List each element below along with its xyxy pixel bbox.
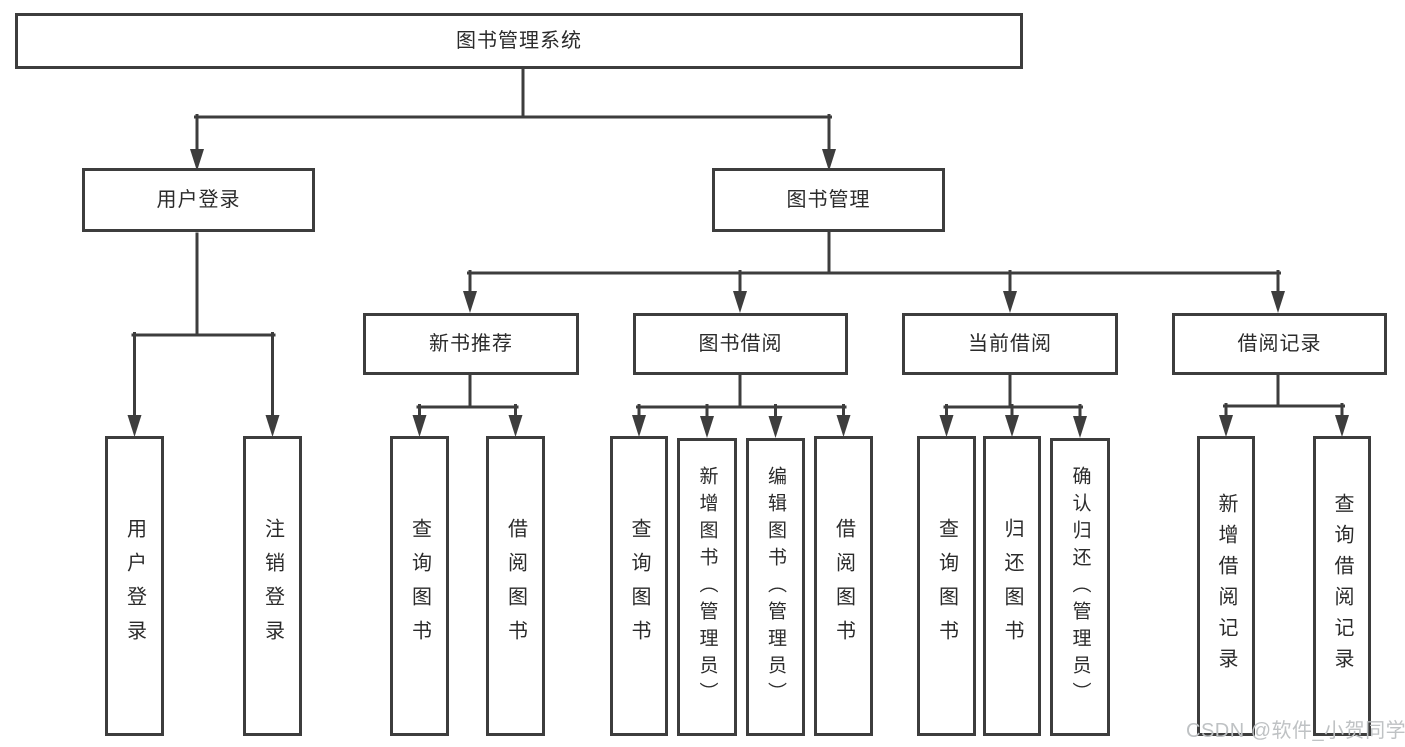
leaf-user-login: 用户登录 — [105, 436, 164, 736]
connector-current-borrow-to-leaves — [943, 373, 1083, 419]
connector-book-mgmt-to-level3 — [467, 230, 1281, 294]
leaf-add-borrow-record: 新增借阅记录 — [1197, 436, 1255, 736]
arrowhead — [412, 415, 427, 437]
arrowhead — [822, 149, 836, 171]
arrowhead — [127, 415, 142, 437]
node-user-login: 用户登录 — [82, 168, 315, 232]
connector-book-borrow-to-leaves — [636, 373, 847, 419]
connector-root-to-level2 — [194, 67, 832, 152]
arrowhead — [508, 415, 523, 437]
arrowhead — [733, 291, 747, 313]
leaf-query-books: 查询图书 — [917, 436, 976, 736]
leaf-borrow-books: 借阅图书 — [486, 436, 545, 736]
arrowhead — [1005, 415, 1019, 437]
arrowhead — [836, 415, 851, 437]
leaf-confirm-return-admin: 确认归还（管理员） — [1050, 438, 1110, 736]
leaf-query-books: 查询图书 — [610, 436, 668, 736]
node-new-book-recommend: 新书推荐 — [363, 313, 579, 375]
leaf-logout: 注销登录 — [243, 436, 302, 736]
watermark-text: CSDN @软件_小贺同学 — [1186, 720, 1405, 742]
arrowhead — [632, 415, 646, 437]
connector-borrow-record-to-leaves — [1223, 373, 1345, 417]
node-borrow-record: 借阅记录 — [1172, 313, 1387, 375]
node-book-borrow: 图书借阅 — [633, 313, 848, 375]
arrowhead — [1003, 291, 1017, 313]
arrowhead — [1335, 415, 1349, 437]
connector-new-book-to-leaves — [416, 373, 519, 418]
leaf-return-books: 归还图书 — [983, 436, 1041, 736]
arrowhead — [939, 415, 954, 437]
arrowhead — [1271, 291, 1285, 313]
leaf-add-books-admin: 新增图书（管理员） — [677, 438, 737, 736]
node-book-management: 图书管理 — [712, 168, 945, 232]
leaf-edit-books-admin: 编辑图书（管理员） — [746, 438, 805, 736]
leaf-query-borrow-record: 查询借阅记录 — [1313, 436, 1371, 736]
node-library-system: 图书管理系统 — [15, 13, 1023, 69]
arrowhead — [463, 291, 477, 313]
leaf-borrow-books: 借阅图书 — [814, 436, 873, 736]
arrowhead — [700, 416, 714, 438]
arrowhead — [1073, 416, 1087, 438]
node-current-borrow: 当前借阅 — [902, 313, 1118, 375]
arrowhead — [265, 415, 280, 437]
arrowhead — [768, 416, 783, 438]
leaf-query-books: 查询图书 — [390, 436, 449, 736]
connector-user-login-to-leaves — [131, 232, 276, 418]
arrowhead — [190, 149, 204, 171]
arrowhead — [1219, 415, 1233, 437]
